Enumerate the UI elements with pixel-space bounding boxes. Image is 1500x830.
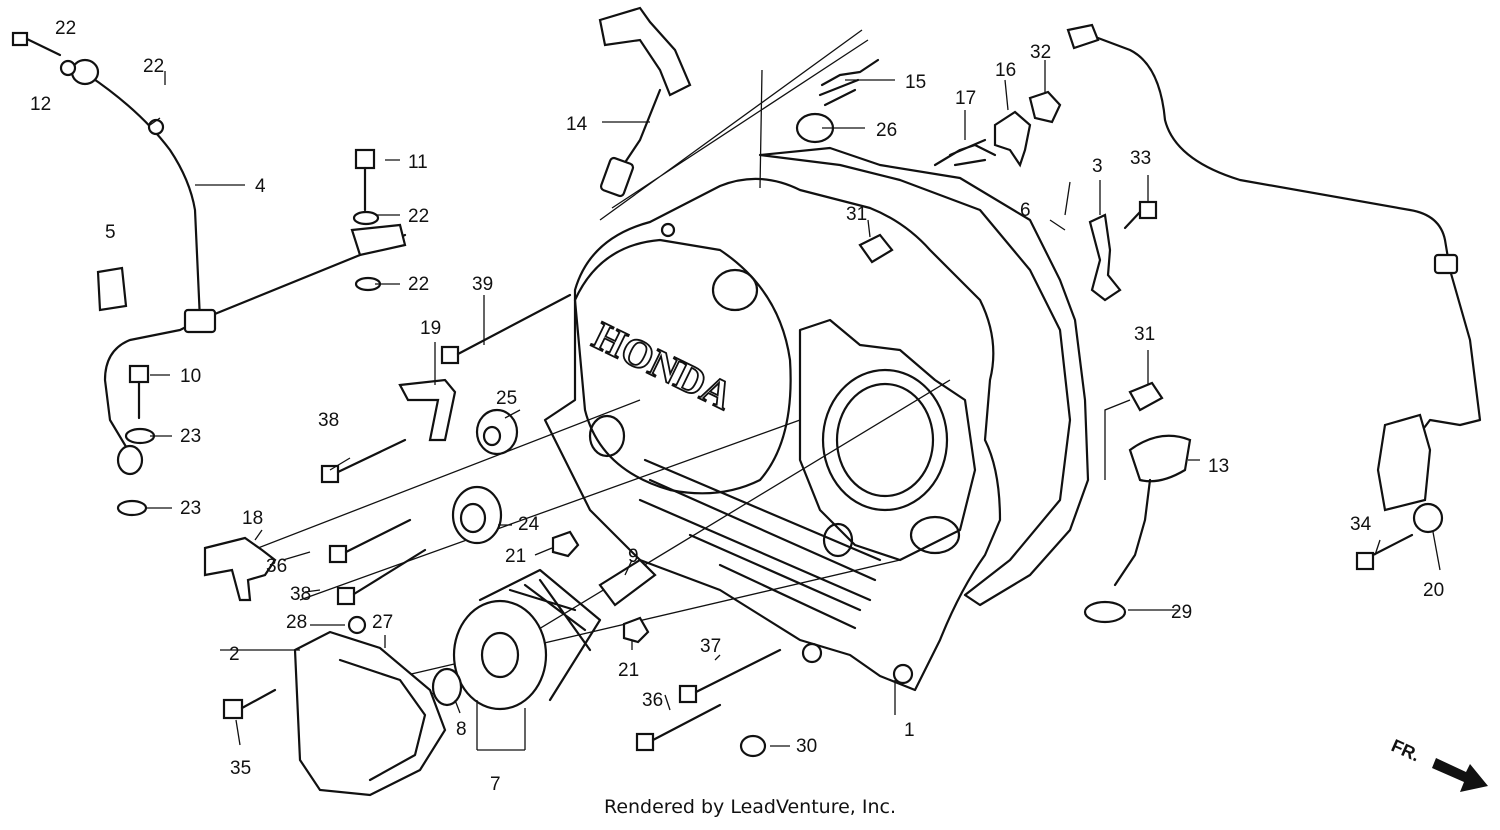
- gasket: [758, 146, 1090, 607]
- callout-16: 16: [995, 60, 1016, 81]
- callout-17: 17: [955, 88, 976, 109]
- callout-25: 25: [496, 388, 517, 409]
- callout-24: 24: [518, 514, 540, 535]
- bolt-12: [11, 31, 77, 77]
- callout-13: 13: [1208, 456, 1229, 477]
- washer-30: [739, 734, 767, 758]
- callout-1: 1: [904, 720, 915, 741]
- oil-pipe-left: [70, 58, 407, 476]
- bolt-36b: [635, 703, 722, 752]
- dipstick-13: [1113, 434, 1192, 587]
- callout-18: 18: [242, 508, 263, 529]
- lever-16: [993, 110, 1032, 168]
- callout-32: 32: [1030, 42, 1051, 63]
- arm-14: [598, 6, 692, 198]
- crankcase-cover: HONDA: [543, 177, 1002, 692]
- callout-33: 33: [1130, 148, 1151, 169]
- bolt-36a: [328, 518, 412, 564]
- callout-2: 2: [229, 644, 240, 665]
- callout-21b: 21: [618, 660, 639, 681]
- callout-11: 11: [408, 152, 428, 173]
- nut-32: [1028, 90, 1062, 124]
- callout-20: 20: [1423, 580, 1444, 601]
- grommet-20: [1412, 502, 1444, 534]
- callout-37: 37: [700, 636, 721, 657]
- bolt-39: [440, 293, 572, 365]
- leader-lines: [145, 60, 1441, 751]
- callout-22b: 22: [143, 56, 164, 77]
- nut-21a: [551, 530, 580, 558]
- callout-3: 3: [1092, 156, 1103, 177]
- bearing-25: [475, 408, 519, 456]
- collar-31a: [858, 233, 894, 264]
- callout-23b: 23: [180, 498, 201, 519]
- bolt-11: [352, 148, 382, 292]
- washer-22a: [147, 118, 165, 136]
- front-direction-indicator: FR.: [1388, 735, 1488, 792]
- oring-29: [1083, 600, 1127, 624]
- brand-text: HONDA: [586, 313, 740, 419]
- bolt-38a: [320, 438, 407, 484]
- callout-39: 39: [472, 274, 493, 295]
- callout-5: 5: [105, 222, 116, 243]
- bolt-37: [678, 648, 782, 704]
- bolt-34: [1355, 533, 1414, 571]
- direction-label: FR.: [1388, 735, 1423, 765]
- filter-cover-27: [293, 630, 447, 797]
- oring-8: [431, 667, 463, 707]
- callout-30: 30: [796, 736, 817, 757]
- bracket-18: [203, 536, 277, 602]
- callout-15: 15: [905, 72, 926, 93]
- footer-credit: Rendered by LeadVenture, Inc.: [603, 796, 897, 818]
- callout-7: 7: [490, 774, 501, 795]
- callout-22c: 22: [408, 206, 429, 227]
- callout-22a: 22: [55, 18, 76, 39]
- nut-21b: [622, 616, 650, 644]
- oil-seal-24: [451, 485, 503, 545]
- guide-lines: [239, 29, 951, 701]
- spring-17: [933, 138, 997, 167]
- callout-28: 28: [286, 612, 307, 633]
- callout-31b: 31: [1134, 324, 1155, 345]
- spring-15: [818, 58, 880, 107]
- callout-8: 8: [456, 719, 467, 740]
- callout-10: 10: [180, 366, 201, 387]
- oil-filter-7: [452, 568, 602, 711]
- plate-3: [1088, 213, 1122, 302]
- callout-22d: 22: [408, 274, 429, 295]
- callout-38a: 38: [318, 410, 339, 431]
- callout-36a: 36: [266, 556, 287, 577]
- washer-28: [347, 615, 367, 635]
- callout-labels: 1 2 3 4 5 6 7 8 9 10 11 12 13 14 15 16 1…: [30, 18, 1444, 795]
- callout-29: 29: [1171, 602, 1192, 623]
- callout-31a: 31: [846, 204, 867, 225]
- callout-27: 27: [372, 612, 393, 633]
- callout-4: 4: [255, 176, 266, 197]
- bolt-38b: [336, 548, 427, 606]
- bolt-33: [1123, 200, 1158, 230]
- spring-9: [598, 558, 657, 607]
- callout-26: 26: [876, 120, 897, 141]
- direction-arrow-icon: [1432, 758, 1488, 792]
- bolt-35: [222, 688, 277, 720]
- callout-36b: 36: [642, 690, 663, 711]
- callout-21a: 21: [505, 546, 526, 567]
- callout-35: 35: [230, 758, 251, 779]
- callout-9: 9: [628, 546, 639, 567]
- callout-14: 14: [566, 114, 588, 135]
- callout-12: 12: [30, 94, 51, 115]
- callout-19: 19: [420, 318, 441, 339]
- callout-38b: 38: [290, 584, 311, 605]
- callout-34: 34: [1350, 514, 1372, 535]
- clamp-5: [96, 266, 128, 312]
- bracket-19: [398, 378, 457, 442]
- callout-6: 6: [1020, 200, 1031, 221]
- callout-23a: 23: [180, 426, 201, 447]
- switch-cable: [1066, 23, 1482, 512]
- collar-31b: [1128, 381, 1164, 412]
